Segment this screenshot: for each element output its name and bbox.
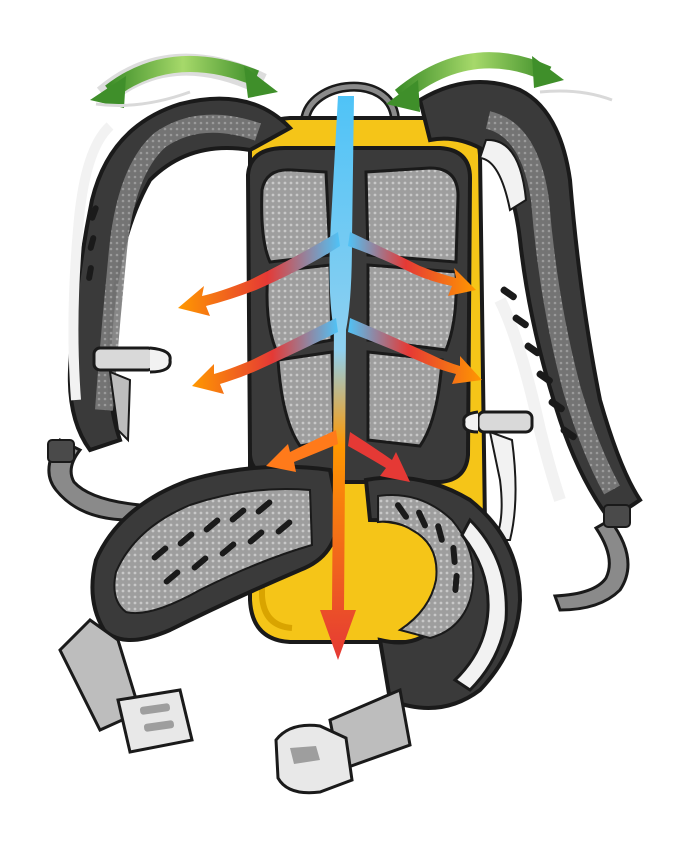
- airflow-arrows: [178, 96, 482, 660]
- lower-left-arrow: [266, 430, 338, 472]
- hip-belt-right-buckle: [274, 723, 354, 795]
- left-strap-slots: [86, 205, 99, 281]
- hip-belt-left-buckle: [116, 688, 194, 754]
- right-sternum-buckle: [462, 410, 534, 541]
- mesh-pad-upper-right: [364, 166, 460, 264]
- right-swoosh: [539, 89, 613, 102]
- right-lower-webbing: [552, 518, 630, 612]
- lower-right-arrow: [348, 432, 410, 482]
- hip-belt-right-panel: [452, 517, 508, 692]
- upper-left-arrow: [178, 232, 340, 316]
- right-shoulder-rotation-arrow: [386, 52, 564, 112]
- left-strap-white-edge: [68, 122, 114, 401]
- upper-right-arrow: [348, 232, 476, 296]
- left-shoulder-rotation-arrow: [90, 53, 278, 108]
- middle-left-arrow: [192, 318, 338, 394]
- left-swoosh: [95, 90, 191, 107]
- right-strap-slots: [500, 286, 577, 441]
- hip-belt-left-vents: [151, 499, 293, 585]
- middle-right-arrow: [348, 318, 482, 384]
- hip-belt-right-vents: [394, 502, 460, 593]
- left-sternum-buckle: [92, 346, 172, 443]
- center-down-arrow: [320, 96, 356, 660]
- left-strap-adjuster: [47, 439, 75, 463]
- right-strap-white-panel: [478, 138, 528, 212]
- right-strap-adjuster: [603, 504, 631, 528]
